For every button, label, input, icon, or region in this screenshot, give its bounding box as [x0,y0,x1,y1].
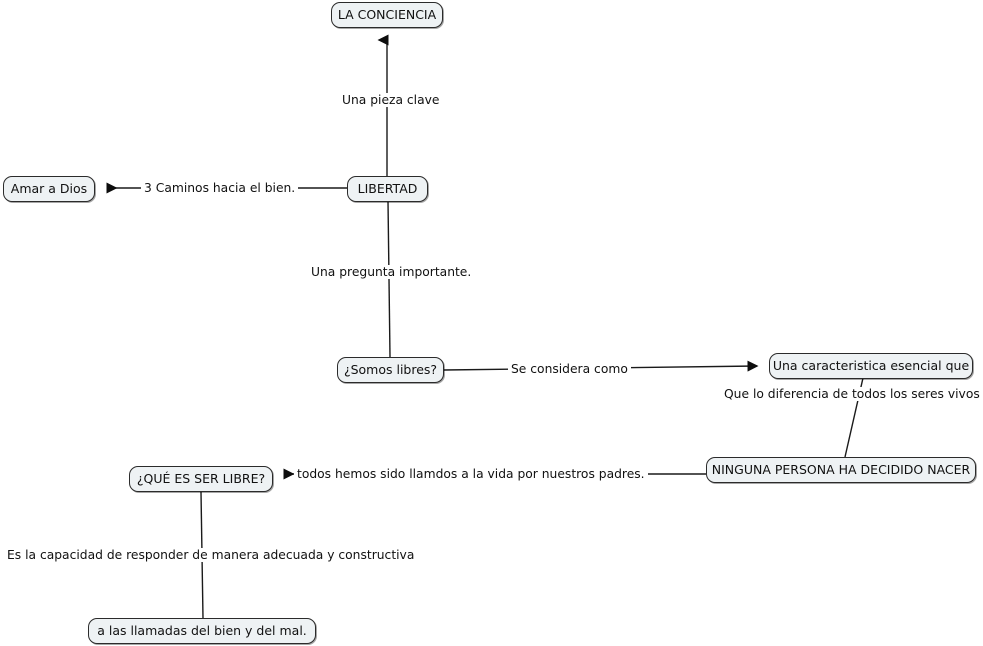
node-amar-a-dios-label: Amar a Dios [10,180,88,196]
node-a-las-llamadas-del-bien-y-del-mal-label: a las llamadas del bien y del mal. [97,622,307,638]
edge-label-se-considera-como-text: Se considera como [511,362,628,376]
edge-label-que-lo-diferencia: Que lo diferencia de todos los seres viv… [721,387,983,402]
edge-label-se-considera-como: Se considera como [508,362,631,377]
node-ninguna-persona-ha-decidido-nacer[interactable]: NINGUNA PERSONA HA DECIDIDO NACER [706,457,976,483]
node-libertad[interactable]: LIBERTAD [347,176,428,202]
node-la-conciencia-label: LA CONCIENCIA [337,6,437,22]
edge-label-tres-caminos-hacia-el-bien: 3 Caminos hacia el bien. [141,181,299,196]
node-libertad-label: LIBERTAD [357,180,418,196]
edge-label-es-la-capacidad: Es la capacidad de responder de manera a… [4,548,418,563]
edge-label-una-pieza-clave-text: Una pieza clave [342,93,440,107]
edge-label-una-pregunta-importante-text: Una pregunta importante. [311,265,472,279]
node-somos-libres[interactable]: ¿Somos libres? [337,357,444,383]
node-una-caracteristica-esencial[interactable]: Una caracteristica esencial que [769,353,973,379]
node-somos-libres-label: ¿Somos libres? [343,361,438,377]
edge-label-una-pregunta-importante: Una pregunta importante. [308,265,475,280]
node-que-es-ser-libre[interactable]: ¿QUÉ ES SER LIBRE? [129,466,273,492]
node-ninguna-persona-ha-decidido-nacer-label: NINGUNA PERSONA HA DECIDIDO NACER [711,461,971,477]
node-que-es-ser-libre-label: ¿QUÉ ES SER LIBRE? [136,470,266,486]
edge-label-una-pieza-clave: Una pieza clave [339,93,443,108]
edge-label-es-la-capacidad-text: Es la capacidad de responder de manera a… [7,548,415,562]
edge-label-tres-caminos-hacia-el-bien-text: 3 Caminos hacia el bien. [144,181,296,195]
node-la-conciencia[interactable]: LA CONCIENCIA [331,2,443,28]
edge-label-todos-hemos-sido-llamdos-text: todos hemos sido llamdos a la vida por n… [297,467,645,481]
node-amar-a-dios[interactable]: Amar a Dios [3,176,95,202]
node-a-las-llamadas-del-bien-y-del-mal[interactable]: a las llamadas del bien y del mal. [88,618,316,644]
node-una-caracteristica-esencial-label: Una caracteristica esencial que [772,357,970,373]
edge-label-que-lo-diferencia-text: Que lo diferencia de todos los seres viv… [724,387,980,401]
edge-label-todos-hemos-sido-llamdos: todos hemos sido llamdos a la vida por n… [294,467,648,482]
